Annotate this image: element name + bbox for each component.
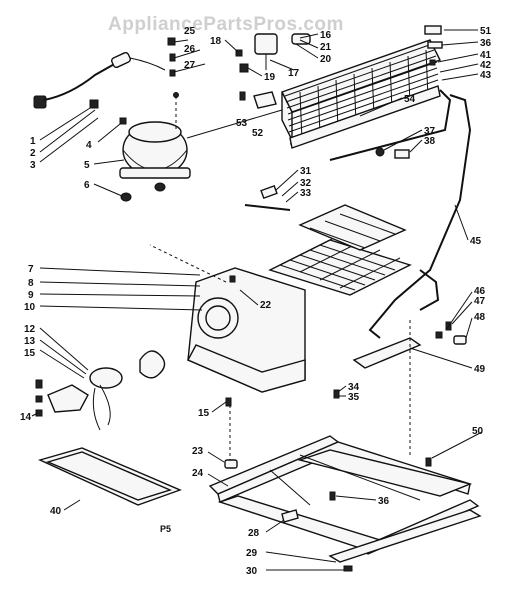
- label-14: 14: [20, 412, 32, 423]
- label-41: 41: [480, 50, 492, 61]
- drain-tube-31-33[interactable]: [244, 184, 291, 211]
- label-18: 18: [210, 36, 222, 47]
- label-25: 25: [184, 26, 196, 37]
- label-24: 24: [192, 468, 204, 479]
- screw-50[interactable]: [425, 457, 432, 467]
- callout-leaders: [31, 29, 483, 571]
- page-ref: P5: [160, 524, 171, 534]
- fan-shroud-bracket[interactable]: [187, 267, 306, 393]
- label-6: 6: [84, 180, 90, 191]
- evaporator-fan-motor[interactable]: [35, 367, 123, 431]
- label-46: 46: [474, 286, 486, 297]
- evaporator-coil[interactable]: [268, 204, 412, 296]
- fastener-41[interactable]: [429, 59, 436, 66]
- label-5: 5: [84, 160, 90, 171]
- label-28: 28: [248, 528, 260, 539]
- label-43: 43: [480, 70, 492, 81]
- part-labels: 1 2 3 4 5 6 7 8 9 10 12 13 14 15 15 16 1…: [20, 26, 492, 577]
- label-12: 12: [24, 324, 36, 335]
- bracket-52[interactable]: [253, 91, 277, 109]
- clip-parts-25-27[interactable]: [167, 37, 179, 98]
- label-1: 1: [30, 136, 36, 147]
- tube-45[interactable]: [368, 94, 472, 339]
- grommet-37[interactable]: [375, 147, 385, 157]
- label-22: 22: [260, 300, 272, 311]
- screw-34-35[interactable]: [333, 389, 340, 399]
- label-34: 34: [348, 382, 360, 393]
- clip-38[interactable]: [394, 149, 410, 159]
- label-20: 20: [320, 54, 332, 65]
- label-38: 38: [424, 136, 436, 147]
- label-21: 21: [320, 42, 332, 53]
- label-8: 8: [28, 278, 34, 289]
- label-16: 16: [320, 30, 332, 41]
- label-42: 42: [480, 60, 492, 71]
- label-45: 45: [470, 236, 482, 247]
- condenser-fan-motor[interactable]: [235, 33, 311, 73]
- label-36-top: 36: [480, 38, 492, 49]
- label-27: 27: [184, 60, 196, 71]
- label-47: 47: [474, 296, 486, 307]
- tube-45-return: [419, 269, 440, 311]
- drain-pan[interactable]: [37, 447, 182, 506]
- label-33: 33: [300, 188, 312, 199]
- label-15-left: 15: [24, 348, 36, 359]
- screw-15-bottom[interactable]: [225, 397, 232, 407]
- label-31: 31: [300, 166, 312, 177]
- label-51: 51: [480, 26, 492, 37]
- label-15-bottom: 15: [198, 408, 210, 419]
- compressor-condenser-line: [186, 109, 283, 139]
- condenser-coil[interactable]: [281, 39, 441, 149]
- label-54: 54: [404, 94, 416, 105]
- label-2: 2: [30, 148, 36, 159]
- base-frame[interactable]: [208, 435, 482, 563]
- relay-overload-assembly[interactable]: [33, 51, 166, 125]
- label-53: 53: [236, 118, 248, 129]
- clip-36-top[interactable]: [427, 41, 443, 49]
- fan-blade[interactable]: [139, 350, 166, 379]
- label-52: 52: [252, 128, 264, 139]
- label-36-bottom: 36: [378, 496, 390, 507]
- label-4: 4: [86, 140, 92, 151]
- screw-30[interactable]: [343, 565, 353, 572]
- label-50: 50: [472, 426, 484, 437]
- label-17: 17: [288, 68, 300, 79]
- label-23: 23: [192, 446, 204, 457]
- label-9: 9: [28, 290, 34, 301]
- label-13: 13: [24, 336, 36, 347]
- screw-53[interactable]: [239, 91, 246, 101]
- screw-36-bottom[interactable]: [329, 491, 336, 501]
- label-10: 10: [24, 302, 36, 313]
- label-35: 35: [348, 392, 360, 403]
- clip-51[interactable]: [424, 25, 442, 35]
- label-3: 3: [30, 160, 36, 171]
- label-29: 29: [246, 548, 258, 559]
- clip-28[interactable]: [281, 509, 299, 523]
- label-40: 40: [50, 506, 62, 517]
- watermark: AppliancePartsPros.com: [108, 14, 344, 35]
- label-37: 37: [424, 126, 436, 137]
- label-26: 26: [184, 44, 196, 55]
- leader-lines-dashed: [149, 96, 411, 460]
- label-19: 19: [264, 72, 276, 83]
- label-7: 7: [28, 264, 34, 275]
- label-30: 30: [246, 566, 258, 577]
- label-32: 32: [300, 178, 312, 189]
- tube-54[interactable]: [329, 89, 452, 161]
- label-49: 49: [474, 364, 486, 375]
- label-48: 48: [474, 312, 486, 323]
- spacer-23[interactable]: [224, 459, 238, 469]
- compressor[interactable]: [119, 121, 191, 202]
